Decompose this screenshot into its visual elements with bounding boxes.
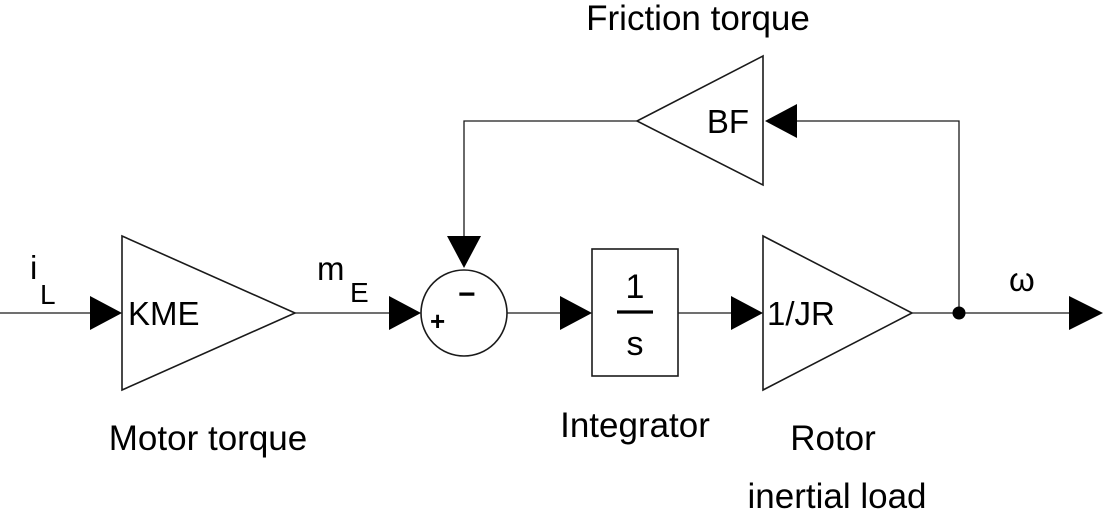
friction-torque-caption: Friction torque [586,0,810,38]
sum-minus-sign: − [458,278,476,311]
friction-torque-gain-block[interactable] [635,54,764,187]
output-signal-label: ω [1009,261,1035,298]
friction-gain-label: BF [707,103,749,140]
integrator-numerator: 1 [626,268,645,306]
arrow-into-sum-top [447,236,481,268]
arrow-into-motor-gain [90,296,122,330]
rotor-caption-line1: Rotor [790,419,876,458]
motor-torque-caption: Motor torque [109,419,307,458]
arrow-into-sum-left [389,296,421,330]
motor-torque-signal-label: m E [317,250,369,308]
arrow-into-rotor-gain [731,296,763,330]
wire-feedback-branch [795,120,960,313]
input-signal-label: i L [30,249,56,310]
integrator-denominator: s [627,325,644,363]
input-signal-subscript: L [40,279,56,310]
sum-plus-sign: + [430,306,445,336]
motor-torque-signal-main: m [317,250,345,287]
rotor-caption-line2: inertial load [748,477,927,513]
arrow-into-integrator [560,296,592,330]
motor-gain-label: KME [128,295,200,332]
motor-torque-signal-subscript: E [350,277,369,308]
rotor-gain-label: 1/JR [767,295,835,332]
wire-feedback-return [463,120,637,236]
branch-point [952,306,966,320]
arrow-output [1069,296,1103,330]
arrow-into-friction-gain [765,104,797,138]
integrator-caption: Integrator [560,406,710,445]
input-signal-main: i [30,249,37,286]
